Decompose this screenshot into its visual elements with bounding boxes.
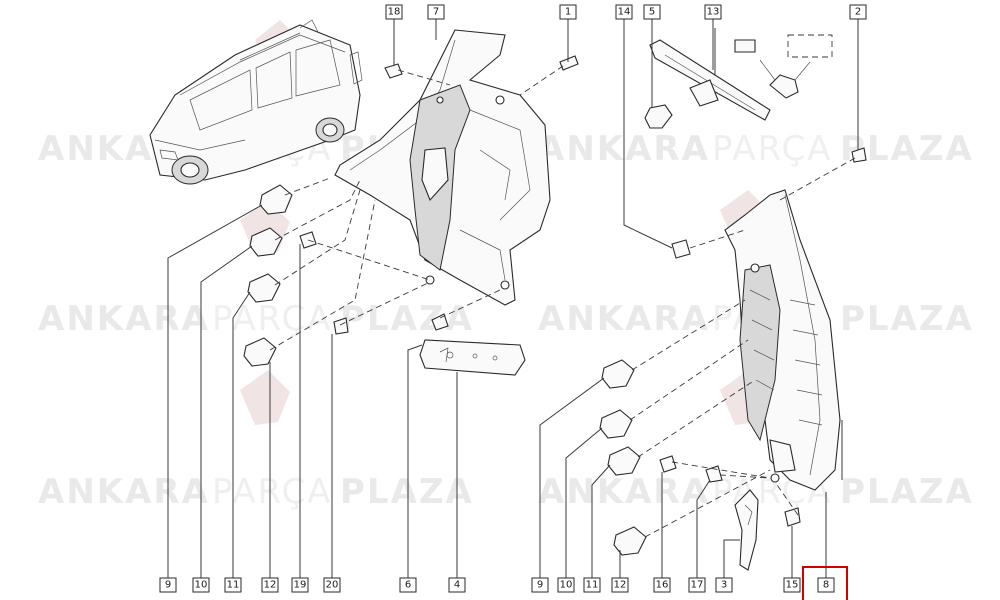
watermark-word: PARÇA: [212, 299, 333, 339]
leader-lines: [167, 18, 859, 580]
callout-14[interactable]: 14: [615, 4, 633, 20]
right-bracket: [734, 489, 759, 571]
left-bulbs: [243, 184, 293, 367]
callout-label: 3: [721, 580, 727, 591]
callout-label: 2: [855, 7, 861, 18]
watermark-word: PLAZA: [340, 299, 474, 339]
callout-label: 15: [786, 580, 799, 591]
watermark-word: ANKARA: [538, 472, 710, 512]
callout-label: 14: [618, 7, 631, 18]
watermark-word: ANKARA: [38, 299, 210, 339]
callout-label: 20: [326, 580, 339, 591]
callout-label: 11: [586, 580, 599, 591]
left-fasteners: [299, 28, 579, 335]
callout-label: 11: [227, 580, 240, 591]
left-cover-plate: [419, 339, 526, 376]
callout-label: 8: [823, 580, 829, 591]
callout-11-right[interactable]: 11: [583, 577, 601, 593]
callout-2[interactable]: 2: [849, 4, 867, 20]
right-assembly-lines: [629, 157, 856, 538]
callout-8[interactable]: 8: [817, 577, 835, 593]
watermark-word: PLAZA: [340, 472, 474, 512]
callout-8-highlight: [802, 566, 848, 600]
vehicle-illustration: [149, 19, 363, 185]
callout-label: 9: [165, 580, 171, 591]
callout-label: 9: [537, 580, 543, 591]
callout-label: 12: [264, 580, 277, 591]
callout-label: 1: [565, 7, 571, 18]
light-strip-assembly: [644, 28, 833, 129]
callout-9-right[interactable]: 9: [531, 577, 549, 593]
watermark-word: ANKARA: [538, 299, 710, 339]
callout-label: 7: [433, 7, 439, 18]
callout-label: 19: [294, 580, 307, 591]
callout-label: 5: [649, 7, 655, 18]
callout-7[interactable]: 7: [427, 4, 445, 20]
callout-label: 6: [405, 580, 411, 591]
left-assembly-lines: [269, 65, 564, 351]
callout-label: 10: [560, 580, 573, 591]
callout-label: 16: [656, 580, 669, 591]
callout-20[interactable]: 20: [323, 577, 341, 593]
callout-4[interactable]: 4: [448, 577, 466, 593]
watermark-word: ANKARA: [538, 129, 710, 169]
watermark-word: PARÇA: [712, 129, 833, 169]
callout-10-left[interactable]: 10: [192, 577, 210, 593]
watermark-word: PLAZA: [840, 472, 974, 512]
callout-5[interactable]: 5: [643, 4, 661, 20]
callout-1[interactable]: 1: [559, 4, 577, 20]
callout-3[interactable]: 3: [715, 577, 733, 593]
left-tail-lamp-assembly: [334, 29, 551, 306]
callout-12-left[interactable]: 12: [261, 577, 279, 593]
callout-19[interactable]: 19: [291, 577, 309, 593]
callout-10-right[interactable]: 10: [557, 577, 575, 593]
watermark-word: PARÇA: [212, 472, 333, 512]
callout-11-left[interactable]: 11: [224, 577, 242, 593]
watermark-row-3: ANKARA PARÇA PLAZA ANKARA PARÇA PLAZA: [38, 472, 974, 512]
callout-13[interactable]: 13: [704, 4, 722, 20]
right-fasteners: [659, 147, 867, 527]
callout-label: 17: [691, 580, 704, 591]
callout-6[interactable]: 6: [399, 577, 417, 593]
callout-label: 18: [388, 7, 401, 18]
right-tail-lamp-assembly: [724, 189, 841, 491]
callout-16[interactable]: 16: [653, 577, 671, 593]
callout-12-right[interactable]: 12: [611, 577, 629, 593]
watermark-logo-mark: [240, 370, 290, 425]
right-bulbs: [599, 359, 647, 556]
watermark-word: ANKARA: [38, 472, 210, 512]
callout-label: 12: [614, 580, 627, 591]
callout-17[interactable]: 17: [688, 577, 706, 593]
callout-18[interactable]: 18: [385, 4, 403, 20]
watermark-word: PLAZA: [840, 299, 974, 339]
callout-label: 4: [454, 580, 460, 591]
callout-label: 13: [707, 7, 720, 18]
callout-9-left[interactable]: 9: [159, 577, 177, 593]
callout-label: 10: [195, 580, 208, 591]
callout-15[interactable]: 15: [783, 577, 801, 593]
